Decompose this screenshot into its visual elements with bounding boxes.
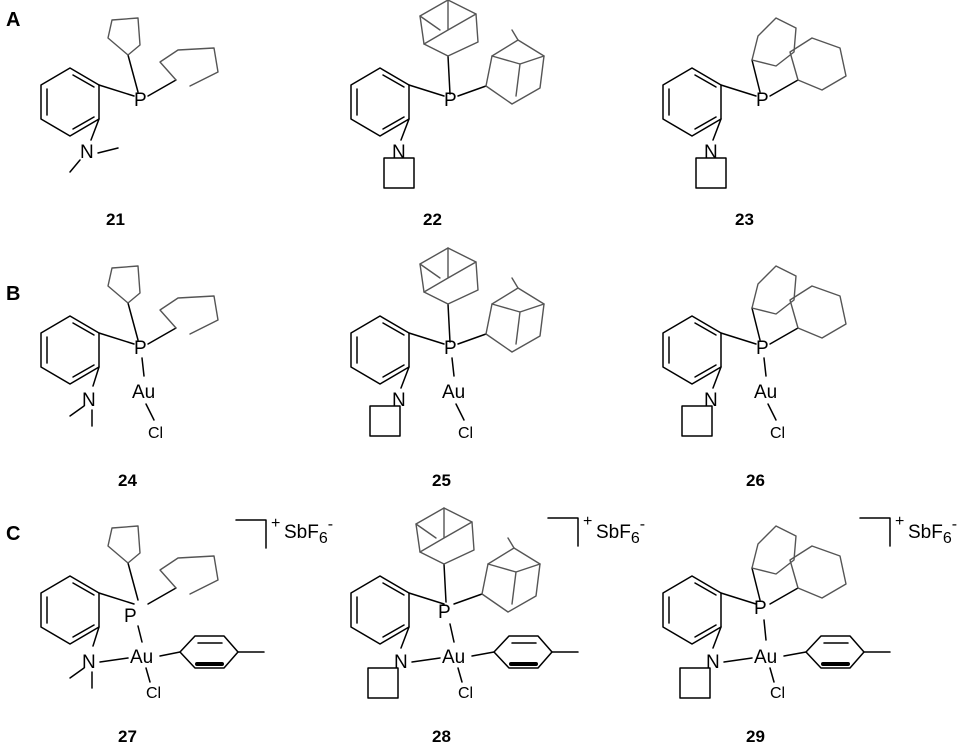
panel-label-a: A	[6, 9, 20, 31]
atom-n-26: N	[704, 390, 718, 411]
compound-number-24: 24	[118, 471, 137, 490]
atom-p-26: P	[756, 338, 769, 359]
structure-22: P N	[350, 67, 457, 189]
atom-n-28: N	[394, 652, 408, 673]
compound-number-28: 28	[432, 727, 451, 746]
atom-n-21: N	[80, 142, 94, 163]
compound-number-29: 29	[746, 727, 765, 746]
atom-p-29: P	[754, 598, 767, 619]
charge-29: +	[895, 513, 904, 530]
counterion-formula-27: SbF6-	[284, 516, 333, 547]
panel-label-b: B	[6, 283, 20, 305]
atom-au-24: Au	[132, 382, 155, 403]
counterion-28: + SbF6-	[547, 513, 645, 547]
charge-27: +	[271, 515, 280, 532]
atom-cl-28: Cl	[458, 685, 473, 702]
atom-au-25: Au	[442, 382, 465, 403]
structure-21: P N	[40, 17, 219, 173]
atom-p-22: P	[444, 90, 457, 111]
atom-n-23: N	[704, 142, 718, 163]
atom-au-27: Au	[130, 647, 153, 668]
atom-n-24: N	[82, 390, 96, 411]
compound-number-25: 25	[432, 471, 451, 490]
structure-27: P N Au Cl	[40, 525, 265, 702]
compound-number-22: 22	[423, 210, 442, 229]
atom-au-28: Au	[442, 647, 465, 668]
counterion-formula-28: SbF6-	[596, 516, 645, 547]
structure-24: P N Au Cl	[40, 265, 219, 442]
atom-p-28: P	[438, 602, 451, 623]
structure-25: P N Au Cl	[350, 315, 473, 442]
atom-au-26: Au	[754, 382, 777, 403]
structure-23: P N	[662, 67, 769, 189]
atom-n-25: N	[392, 390, 406, 411]
compound-number-21: 21	[106, 210, 125, 229]
structure-29: P N Au Cl	[662, 575, 891, 702]
charge-28: +	[583, 513, 592, 530]
structure-28: P N Au Cl	[350, 575, 579, 702]
atom-p-23: P	[756, 90, 769, 111]
atom-cl-26: Cl	[770, 425, 785, 442]
counterion-29: + SbF6-	[859, 513, 957, 547]
atom-p-21: P	[134, 90, 147, 111]
atom-n-22: N	[392, 142, 406, 163]
compound-number-23: 23	[735, 210, 754, 229]
structure-26: P N Au Cl	[662, 315, 785, 442]
panel-label-c: C	[6, 523, 20, 545]
atom-n-27: N	[82, 652, 96, 673]
atom-p-24: P	[134, 338, 147, 359]
atom-n-29: N	[706, 652, 720, 673]
atom-cl-29: Cl	[770, 685, 785, 702]
atom-p-25: P	[444, 338, 457, 359]
counterion-27: + SbF6-	[235, 515, 333, 549]
compound-number-27: 27	[118, 727, 137, 746]
compound-number-26: 26	[746, 471, 765, 490]
atom-cl-25: Cl	[458, 425, 473, 442]
atom-p-27: P	[124, 606, 137, 627]
atom-cl-24: Cl	[148, 425, 163, 442]
counterion-formula-29: SbF6-	[908, 516, 957, 547]
atom-au-29: Au	[754, 647, 777, 668]
atom-cl-27: Cl	[146, 685, 161, 702]
